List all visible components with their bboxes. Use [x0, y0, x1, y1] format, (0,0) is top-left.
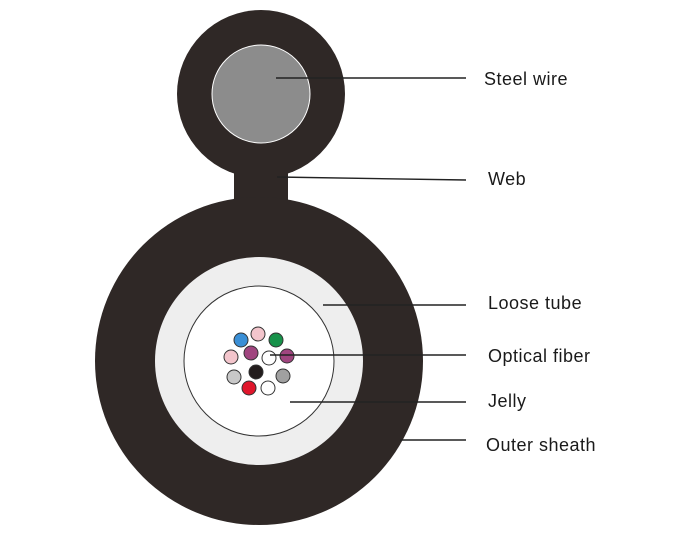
fiber-blue [233, 332, 249, 348]
fiber-pink [250, 326, 266, 342]
fiber-green [268, 332, 284, 348]
fiber-violet [243, 345, 259, 361]
fiber-violet [279, 348, 295, 364]
fiber-gray [226, 369, 242, 385]
jelly-area [183, 285, 335, 437]
label-web: Web [488, 169, 526, 189]
fiber-red [241, 380, 257, 396]
label-steel-wire: Steel wire [484, 69, 568, 89]
label-outer-sheath: Outer sheath [486, 435, 596, 455]
fiber-pink [223, 349, 239, 365]
fiber-white [260, 380, 276, 396]
optical-fibers [223, 326, 295, 396]
fiber-black [248, 364, 264, 380]
leader-lines [270, 77, 467, 441]
fiber-white [261, 350, 277, 366]
main-cable [95, 197, 423, 525]
callout-labels: Steel wire Web Loose tube Optical fiber … [484, 69, 596, 455]
messenger-unit [177, 10, 345, 178]
leader-web [276, 176, 467, 181]
label-jelly: Jelly [488, 391, 527, 411]
steel-wire [211, 44, 311, 144]
fiber-gray [275, 368, 291, 384]
label-optical-fiber: Optical fiber [488, 346, 591, 366]
label-loose-tube: Loose tube [488, 293, 582, 313]
